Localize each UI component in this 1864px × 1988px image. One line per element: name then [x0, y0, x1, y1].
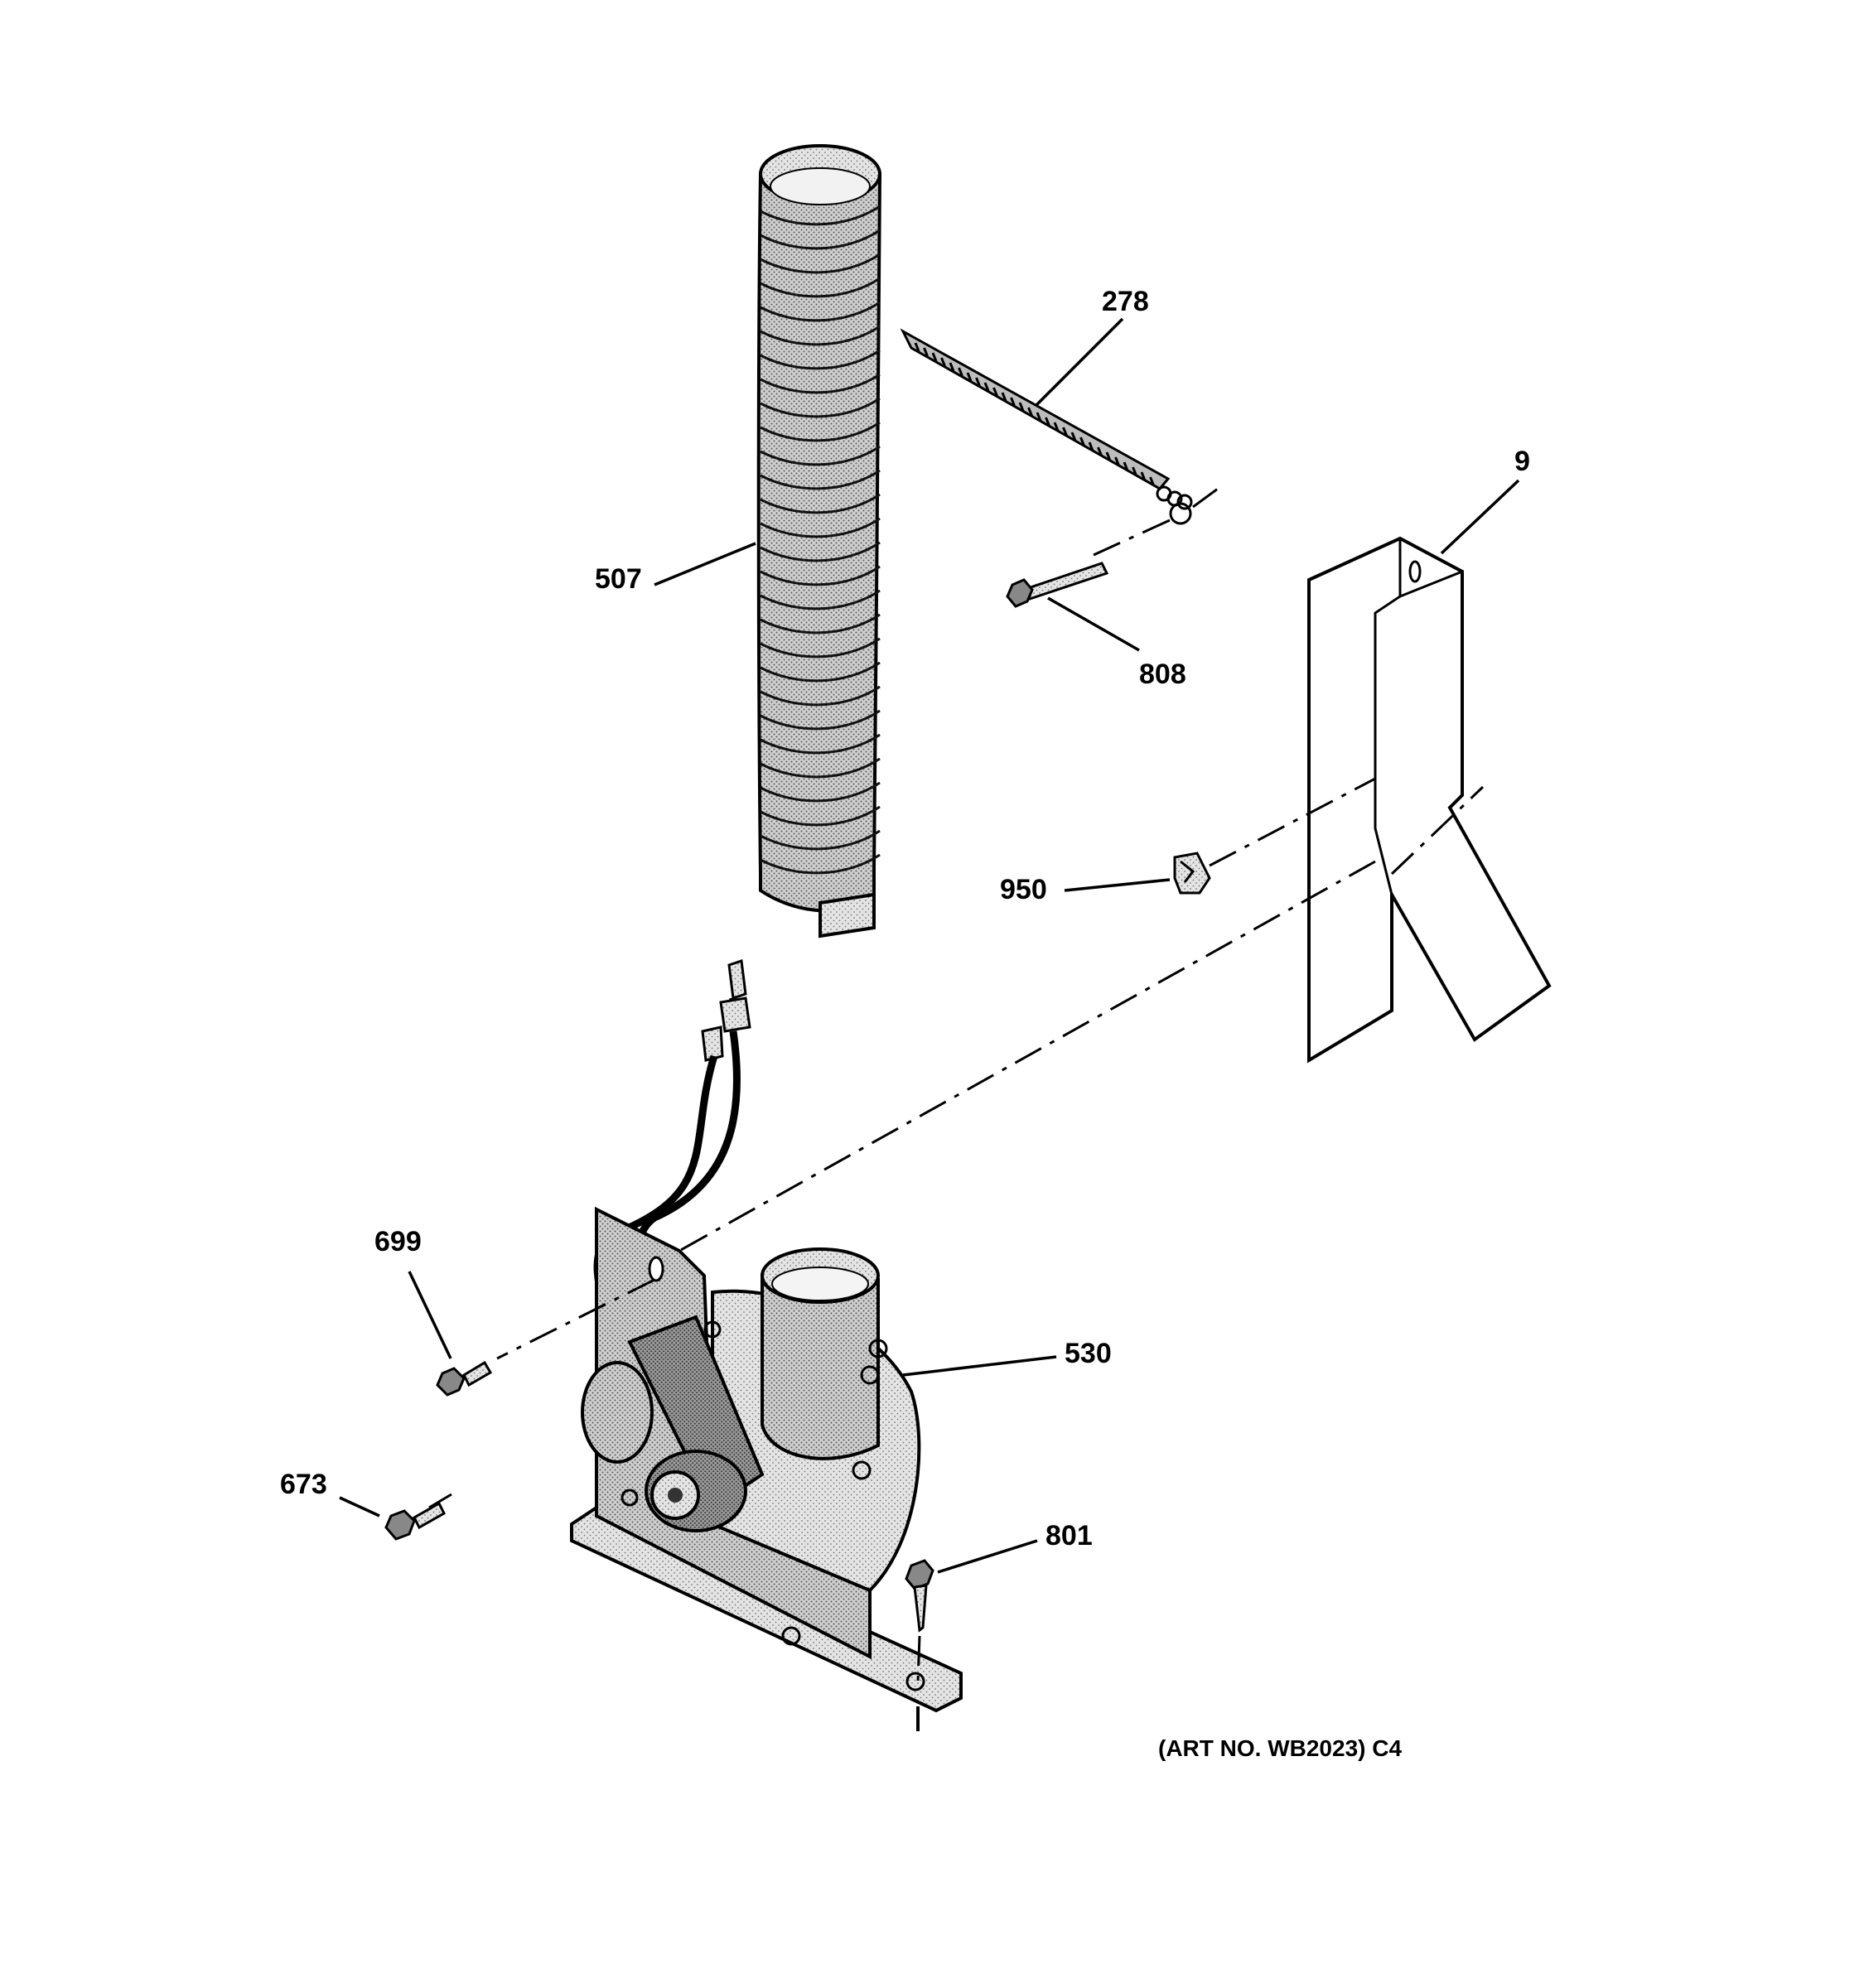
callout-699: 699 — [374, 1226, 422, 1257]
callout-673: 673 — [280, 1469, 327, 1500]
callout-278: 278 — [1102, 286, 1149, 317]
blower-assembly-530 — [570, 1206, 963, 1731]
bracket-9 — [1307, 536, 1552, 1064]
callout-507: 507 — [595, 563, 642, 595]
screw-699 — [436, 1278, 655, 1397]
clip-950 — [1173, 777, 1376, 895]
flexible-duct-507 — [756, 144, 882, 939]
art-number: (ART NO. WB2023) C4 — [1158, 1735, 1402, 1761]
screw-801 — [905, 1559, 934, 1682]
callout-530: 530 — [1065, 1338, 1112, 1369]
screw-808 — [1006, 519, 1171, 608]
leader-lines — [339, 317, 1520, 1574]
callout-808: 808 — [1139, 659, 1186, 690]
strap-tie-278 — [900, 328, 1219, 525]
callout-801: 801 — [1045, 1520, 1093, 1551]
callout-950: 950 — [1000, 874, 1047, 905]
alignment-line — [678, 860, 1376, 1252]
screw-673 — [384, 1493, 452, 1541]
callout-9: 9 — [1514, 446, 1530, 477]
